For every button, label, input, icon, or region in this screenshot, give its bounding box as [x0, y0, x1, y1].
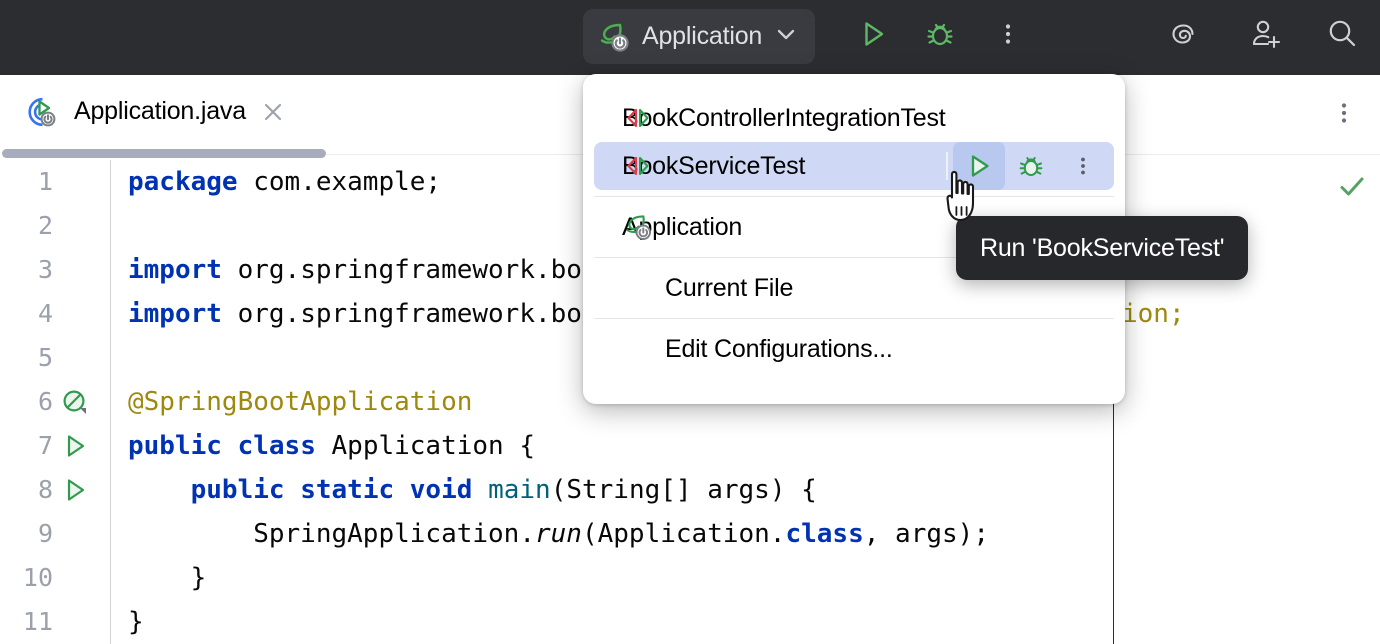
code-with-me-button[interactable]	[1237, 9, 1292, 64]
editor-tab-application-java[interactable]: Application.java	[14, 75, 296, 148]
debug-button[interactable]	[912, 9, 967, 64]
editor-tab-label: Application.java	[74, 97, 246, 126]
line-number: 9	[0, 512, 110, 556]
line-number: 6	[0, 380, 110, 424]
menu-item-label: Current File	[665, 274, 793, 303]
menu-item-bookcontrollerintegrationtest[interactable]: BookControllerIntegrationTest	[594, 94, 1114, 142]
run-button[interactable]	[845, 9, 900, 64]
close-icon[interactable]	[260, 99, 286, 125]
main-toolbar: Application	[0, 0, 1380, 75]
debug-icon	[923, 17, 957, 56]
line-number: 10	[0, 556, 110, 600]
editor-horizontal-scrollbar-thumb[interactable]	[2, 149, 326, 158]
ai-assistant-button[interactable]	[1155, 9, 1210, 64]
suppress-inspection-icon[interactable]	[57, 380, 93, 424]
code-line[interactable]: }	[128, 556, 206, 600]
run-gutter-icon[interactable]	[57, 468, 93, 512]
junit-test-icon	[623, 103, 653, 133]
code-line[interactable]: import org.springframework.bo	[128, 292, 582, 336]
tooltip: Run 'BookServiceTest'	[956, 216, 1248, 280]
line-number: 11	[0, 600, 110, 644]
line-number: 5	[0, 336, 110, 380]
ai-assistant-icon	[1163, 14, 1203, 59]
code-line[interactable]: @SpringBootApplication	[128, 380, 472, 424]
menu-divider	[594, 196, 1114, 197]
java-runnable-class-icon	[24, 94, 60, 130]
code-line[interactable]: }	[128, 600, 144, 644]
junit-test-icon	[623, 151, 653, 181]
more-actions-button[interactable]	[980, 9, 1035, 64]
editor-gutter[interactable]: 1234567891011	[0, 160, 110, 644]
add-user-icon	[1246, 15, 1284, 58]
more-vertical-icon	[993, 19, 1023, 54]
code-line-4-tail: ion;	[1122, 292, 1185, 336]
run-configuration-selector[interactable]: Application	[583, 9, 815, 64]
menu-divider	[594, 318, 1114, 319]
line-number: 7	[0, 424, 110, 468]
chevron-down-icon	[773, 21, 799, 52]
spring-boot-icon	[623, 212, 653, 242]
line-number: 2	[0, 204, 110, 248]
line-number: 1	[0, 160, 110, 204]
menu-item-edit-configurations[interactable]: Edit Configurations...	[594, 325, 1114, 373]
line-number: 3	[0, 248, 110, 292]
tooltip-text: Run 'BookServiceTest'	[980, 234, 1224, 263]
menu-item-label: Edit Configurations...	[665, 335, 893, 364]
menu-item-more-button[interactable]	[1057, 142, 1109, 190]
gutter-divider	[110, 160, 111, 644]
run-icon	[856, 17, 890, 56]
search-button[interactable]	[1315, 9, 1370, 64]
code-line[interactable]: package com.example;	[128, 160, 441, 204]
line-number: 4	[0, 292, 110, 336]
search-icon	[1324, 15, 1362, 58]
editor-options-button[interactable]	[1329, 98, 1359, 133]
mouse-cursor	[938, 168, 992, 235]
code-line[interactable]: SpringApplication.run(Application.class,…	[128, 512, 989, 556]
line-number: 8	[0, 468, 110, 512]
code-line[interactable]: import org.springframework.bo	[128, 248, 582, 292]
ok-check-icon[interactable]	[1337, 172, 1367, 207]
menu-item-bookservicetest[interactable]: BookServiceTest	[594, 142, 1114, 190]
run-gutter-icon[interactable]	[57, 424, 93, 468]
menu-item-label: BookControllerIntegrationTest	[622, 104, 946, 133]
code-line[interactable]: public class Application {	[128, 424, 535, 468]
spring-boot-icon	[597, 20, 631, 54]
debug-inline-button[interactable]	[1005, 142, 1057, 190]
run-configuration-label: Application	[642, 22, 762, 51]
code-line[interactable]: public static void main(String[] args) {	[128, 468, 817, 512]
